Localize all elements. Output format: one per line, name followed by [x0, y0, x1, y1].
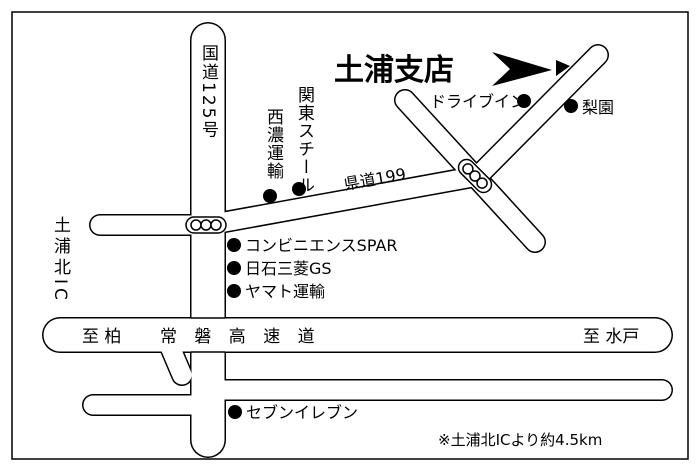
- traffic-signal-icon: [185, 216, 227, 234]
- label-route-125: 国道125号: [198, 44, 219, 139]
- nashizono-dot-icon: [564, 99, 578, 113]
- map-title: 土浦支店: [334, 53, 454, 88]
- landmark-dots: [227, 94, 578, 419]
- destination-arrow-icon: [492, 52, 552, 86]
- kanto-steel-dot-icon: [292, 182, 306, 196]
- label-to-mito: 至 水戸: [583, 327, 639, 347]
- label-drive-in: ドライブイン: [430, 92, 526, 111]
- yamato-dot-icon: [227, 284, 241, 298]
- label-to-kashiwa: 至 柏: [82, 327, 121, 347]
- seven-eleven-dot-icon: [228, 405, 242, 419]
- label-joban-expressway: 常 磐 高 速 道: [160, 327, 321, 347]
- label-kanto-steel: 関東スチール: [294, 86, 315, 194]
- label-nisseki: 日石三菱GS: [245, 259, 332, 278]
- convenience-dot-icon: [227, 238, 241, 252]
- label-nashizono: 梨園: [582, 98, 614, 117]
- label-nishino-unyu: 西濃運輸: [263, 108, 284, 180]
- destination-pointer-icon: [556, 60, 570, 76]
- nishino-dot-icon: [263, 189, 277, 203]
- label-convenience: コンビニエンスSPAR: [245, 236, 398, 255]
- traffic-signal-icon: [457, 158, 493, 194]
- label-tsuchiura-kita-ic: 土浦北IC: [50, 216, 71, 304]
- road-fills: [43, 23, 672, 457]
- label-seven-eleven: セブンイレブン: [246, 403, 358, 422]
- label-yamato: ヤマト運輸: [245, 282, 325, 301]
- distance-note: ※土浦北ICより約4.5km: [438, 431, 602, 449]
- nisseki-dot-icon: [227, 261, 241, 275]
- junction-fill-expressway: [193, 319, 223, 351]
- drive-in-dot-icon: [517, 94, 531, 108]
